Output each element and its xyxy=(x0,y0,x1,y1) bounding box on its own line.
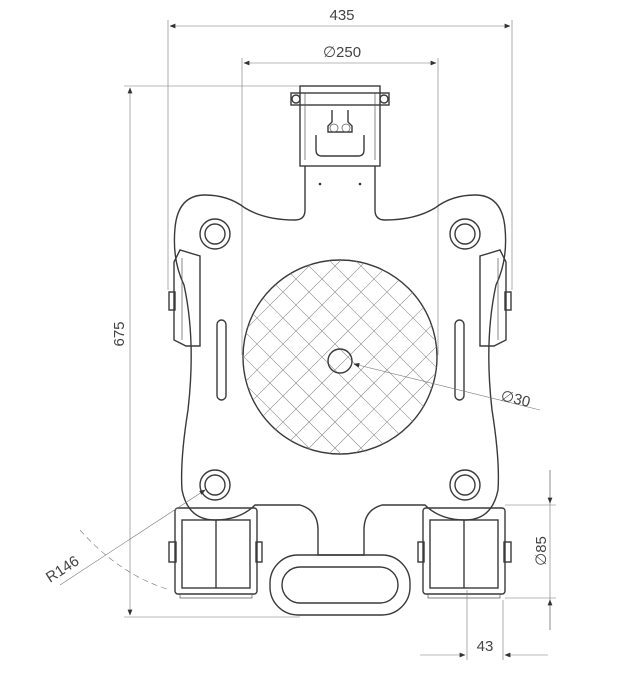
left-roller-block xyxy=(168,507,263,599)
dimension-overall-length: 675 xyxy=(111,85,300,618)
dimension-corner-radius: R146 xyxy=(43,489,206,591)
dimension-overall-width: 435 xyxy=(167,7,513,290)
tow-bracket xyxy=(290,85,390,186)
overall-width-label: 435 xyxy=(329,7,354,24)
right-slot xyxy=(454,319,465,401)
center-pin xyxy=(327,348,353,374)
bottom-handle xyxy=(269,554,411,616)
overall-length-label: 675 xyxy=(111,321,128,346)
pin-diameter-label: ∅30 xyxy=(499,387,532,411)
dimension-turntable-diameter: ∅250 xyxy=(241,44,439,355)
dimension-roller-diameter: ∅85 xyxy=(505,470,556,630)
left-side-guide xyxy=(168,249,201,347)
dimension-pin-diameter: ∅30 xyxy=(353,362,541,411)
turntable-diameter-label: ∅250 xyxy=(323,44,361,61)
corner-radius-label: R146 xyxy=(43,553,82,587)
bolt-holes xyxy=(199,218,481,501)
right-side-guide xyxy=(479,249,512,347)
dimension-roller-width: 43 xyxy=(420,590,548,660)
roller-width-label: 43 xyxy=(477,638,494,655)
right-roller-block xyxy=(417,507,512,599)
left-slot xyxy=(216,319,227,401)
turntable-disc xyxy=(242,259,438,455)
roller-diameter-label: ∅85 xyxy=(533,536,550,566)
